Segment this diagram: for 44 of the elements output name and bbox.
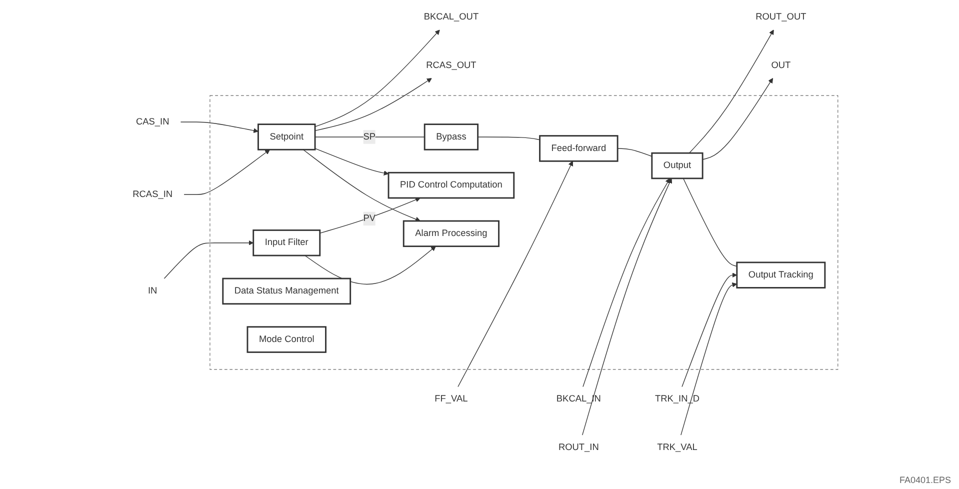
arrow — [582, 178, 670, 388]
connector — [682, 178, 738, 267]
node-text: ROUT_IN — [558, 442, 599, 452]
node-box — [258, 124, 316, 150]
arrow — [302, 149, 420, 222]
node-box — [539, 135, 618, 162]
node-box — [736, 262, 826, 288]
node-text: CAS_IN — [136, 116, 170, 127]
node-text: BKCAL_OUT — [424, 12, 479, 22]
arrow — [180, 122, 258, 134]
connector — [477, 136, 540, 140]
arrow — [304, 246, 436, 284]
connector — [314, 136, 425, 138]
edge-label: PV — [363, 214, 376, 224]
arrow — [314, 148, 389, 176]
node-box — [252, 229, 321, 256]
edge-label: SP — [363, 132, 376, 142]
node-text: FF_VAL — [434, 394, 468, 404]
arrow — [582, 178, 672, 436]
node-text: RCAS_OUT — [426, 60, 476, 70]
node-box — [246, 326, 326, 353]
arrow — [314, 78, 432, 131]
node-box — [424, 124, 479, 150]
node-box — [651, 152, 704, 180]
node-text: ROUT_OUT — [756, 12, 806, 22]
figure-code: FA0401.EPS — [899, 475, 951, 485]
arrow — [688, 30, 774, 154]
cluster — [210, 95, 838, 370]
connector — [617, 148, 652, 157]
arrow — [680, 282, 738, 436]
node-text: IN — [148, 286, 158, 296]
arrow — [320, 197, 420, 234]
arrow — [702, 78, 774, 160]
node-box — [222, 278, 352, 305]
arrow — [682, 272, 738, 388]
arrow — [184, 149, 270, 195]
arrow — [458, 160, 574, 388]
node-box — [402, 220, 500, 248]
node-box — [388, 172, 515, 199]
node-text: OUT — [771, 60, 791, 70]
arrow — [164, 240, 254, 279]
node-text: RCAS_IN — [132, 189, 173, 200]
arrow — [314, 30, 440, 128]
node-text: TRK_VAL — [657, 442, 698, 452]
